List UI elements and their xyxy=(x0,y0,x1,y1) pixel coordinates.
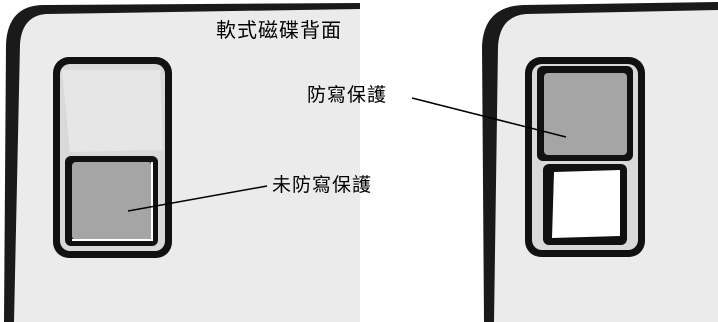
left-slider-tab xyxy=(72,162,152,240)
diagram-title: 軟式磁碟背面 xyxy=(216,18,342,42)
right-disk-panel xyxy=(482,2,718,322)
right-disk-left-edge xyxy=(491,45,498,322)
left-slider-tab-highlight xyxy=(72,162,153,241)
protected-leader-line xyxy=(411,97,567,138)
right-slider-tab xyxy=(544,73,627,155)
left-disk-panel xyxy=(4,3,360,322)
right-open-window xyxy=(552,170,620,238)
right-switch-housing xyxy=(525,57,645,257)
left-switch-well-shade xyxy=(62,70,163,152)
unprotected-leader-line xyxy=(127,185,268,212)
left-switch-housing xyxy=(53,57,172,258)
write-protected-label: 防寫保護 xyxy=(307,84,388,106)
left-disk-right-edge xyxy=(9,43,19,322)
not-write-protected-label: 未防寫保護 xyxy=(272,174,373,196)
